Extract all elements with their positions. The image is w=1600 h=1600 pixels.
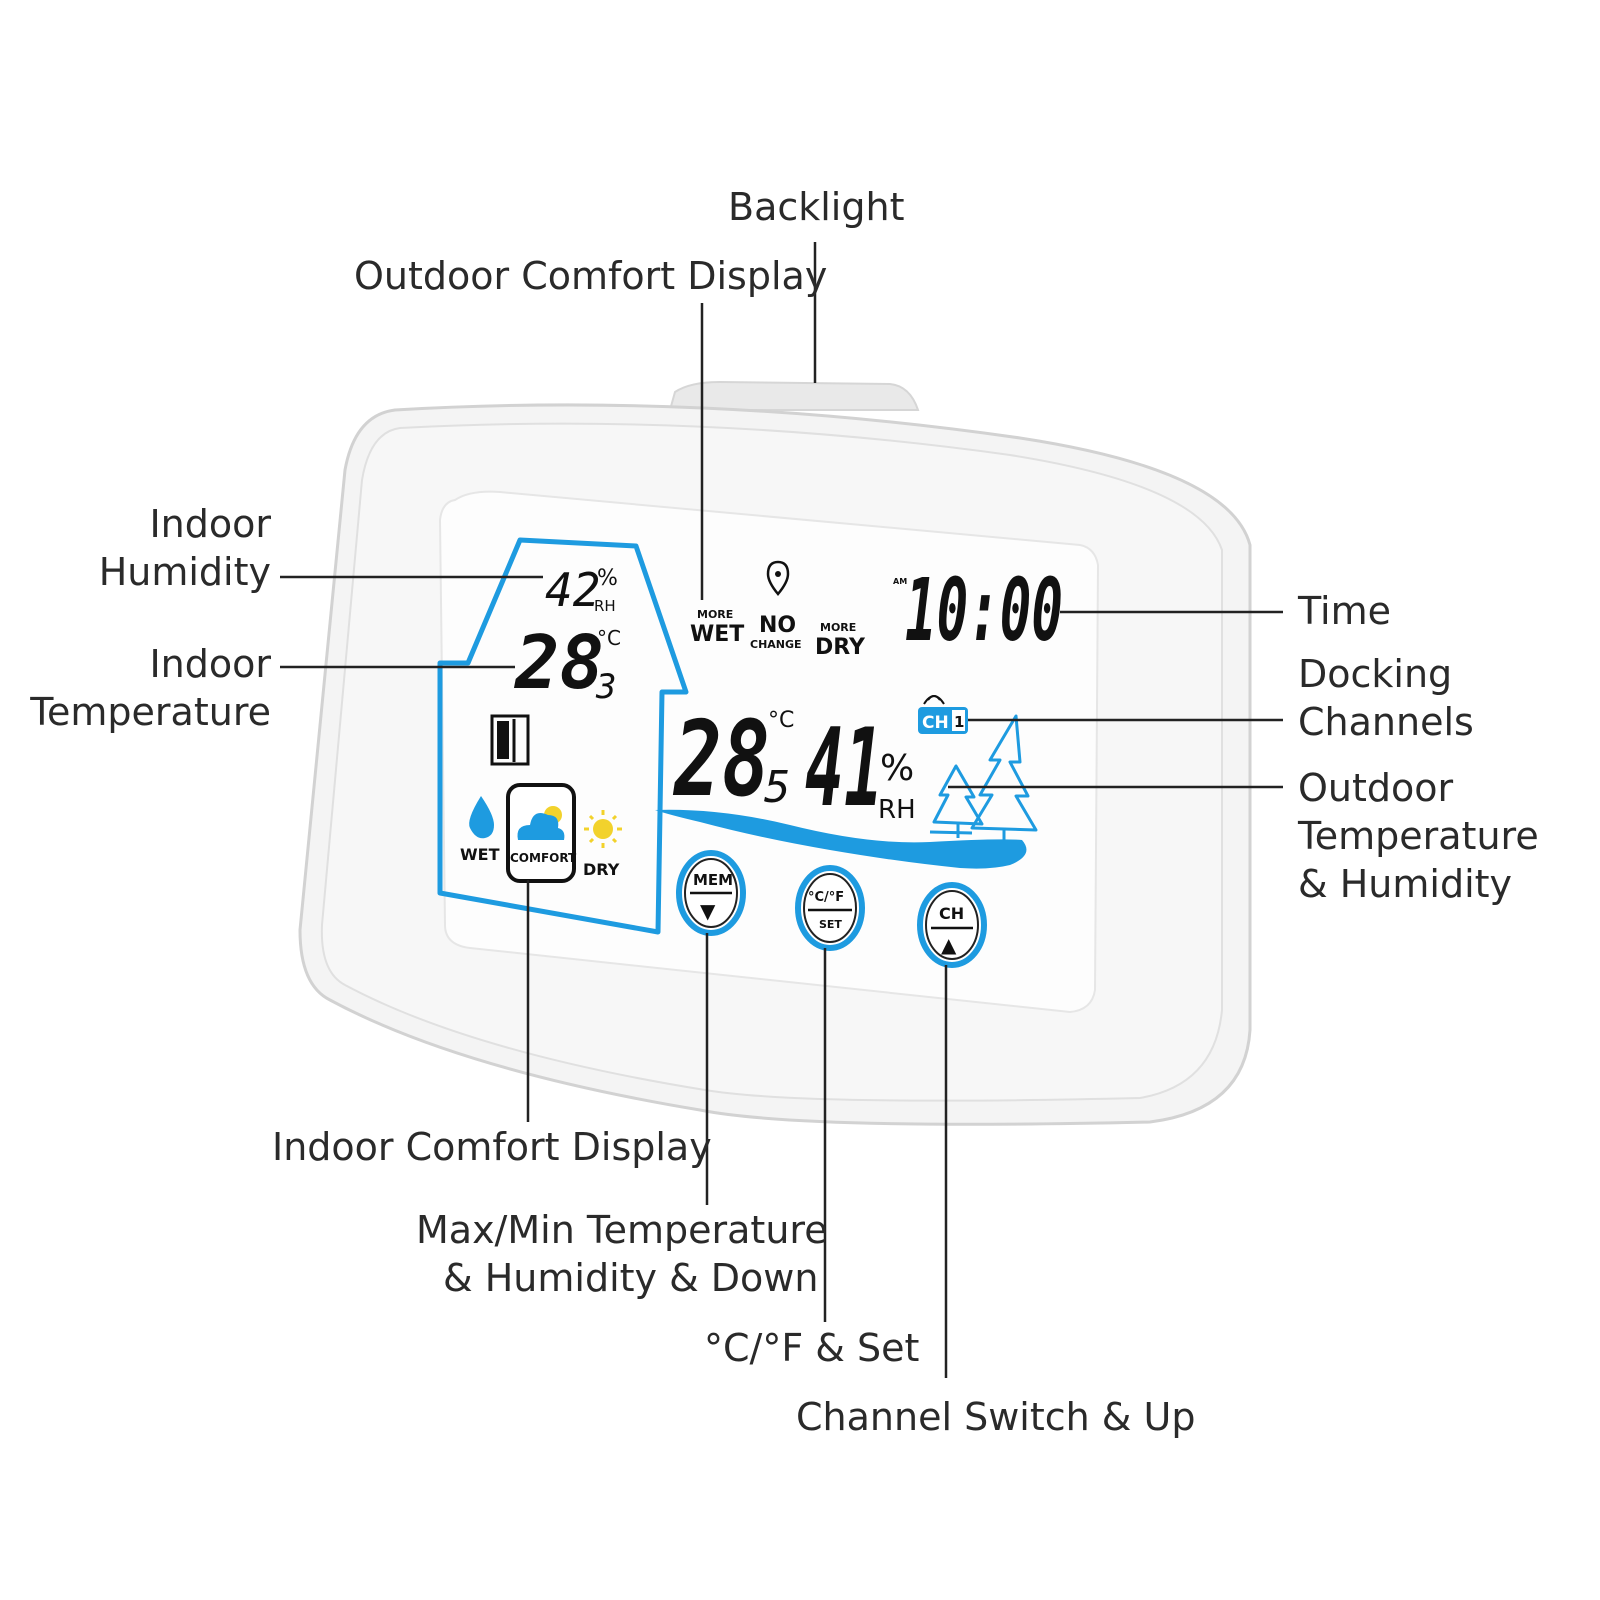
no-change-small: CHANGE <box>750 638 802 651</box>
label-outdoor-comfort: Outdoor Comfort Display <box>354 254 827 298</box>
door-icon <box>490 714 530 766</box>
more-wet-label: WET <box>690 622 744 647</box>
time-display: 10:00 <box>905 561 1063 661</box>
indoor-humidity-rh: RH <box>594 597 616 615</box>
label-maxmin-2: & Humidity & Down <box>443 1256 818 1300</box>
trees-icon <box>929 714 1038 845</box>
label-docking-1: Docking <box>1298 652 1452 696</box>
house-outline <box>437 537 689 935</box>
label-channel-up: Channel Switch & Up <box>796 1395 1195 1439</box>
ch-button-label: CH <box>939 904 964 923</box>
lcd-screen <box>438 490 1100 1014</box>
cf-set-button[interactable] <box>795 865 865 951</box>
label-indoor-comfort: Indoor Comfort Display <box>272 1125 712 1169</box>
up-arrow-icon: ▲ <box>941 933 957 957</box>
set-button-label: SET <box>819 918 842 931</box>
outdoor-humidity-rh: RH <box>878 795 916 825</box>
indoor-temp-decimal: 3 <box>595 667 616 707</box>
no-change-big: NO <box>759 613 796 638</box>
label-time: Time <box>1297 589 1391 633</box>
label-indoor-temp-2: Temperature <box>29 690 271 734</box>
mem-down-button[interactable] <box>676 850 746 936</box>
label-backlight: Backlight <box>728 185 904 229</box>
ground-wave <box>655 809 1027 869</box>
outdoor-temp-decimal: 5 <box>764 762 791 813</box>
label-outdoor-th-2: Temperature <box>1297 814 1539 858</box>
channel-number: 1 <box>954 713 964 731</box>
indoor-temp-value: 28 <box>513 620 604 706</box>
outdoor-humidity-value: 41 <box>805 706 883 831</box>
signal-icon <box>923 695 945 705</box>
outdoor-temp-unit: °C <box>768 708 794 733</box>
am-indicator: AM <box>893 577 907 586</box>
cloud-sun-icon <box>517 806 565 840</box>
indoor-humidity-value: 42 <box>545 563 600 617</box>
dry-sun-icon <box>584 810 622 848</box>
location-pin-icon <box>766 560 790 596</box>
label-outdoor-th-1: Outdoor <box>1298 766 1454 810</box>
indoor-dry-label: DRY <box>583 860 620 879</box>
label-docking-2: Channels <box>1298 700 1474 744</box>
backlight-button[interactable] <box>668 380 920 411</box>
more-wet-small: MORE <box>697 608 733 621</box>
down-arrow-icon: ▼ <box>700 899 716 923</box>
comfort-indicator <box>506 783 576 883</box>
wet-droplet-icon <box>469 796 494 839</box>
more-dry-small: MORE <box>820 621 856 634</box>
label-indoor-temp-1: Indoor <box>149 642 271 686</box>
indoor-wet-label: WET <box>460 845 500 864</box>
channel-indicator <box>918 707 968 734</box>
indoor-comfort-label: COMFORT <box>510 851 577 865</box>
label-indoor-humidity-1: Indoor <box>149 502 271 546</box>
indoor-temp-unit: °C <box>597 626 621 650</box>
outdoor-humidity-unit: % <box>880 748 914 789</box>
cf-button-label: °C/°F <box>808 890 844 905</box>
outdoor-temp-value: 28 <box>672 698 770 820</box>
more-dry-label: DRY <box>815 635 866 660</box>
label-indoor-humidity-2: Humidity <box>99 550 271 594</box>
label-cf-set: °C/°F & Set <box>704 1326 919 1370</box>
channel-ch-label: CH <box>922 713 949 733</box>
mem-button-label: MEM <box>693 871 733 889</box>
ch-up-button[interactable] <box>917 882 987 968</box>
indoor-humidity-unit: % <box>597 566 618 591</box>
label-outdoor-th-3: & Humidity <box>1298 862 1512 906</box>
label-maxmin-1: Max/Min Temperature <box>416 1208 828 1252</box>
